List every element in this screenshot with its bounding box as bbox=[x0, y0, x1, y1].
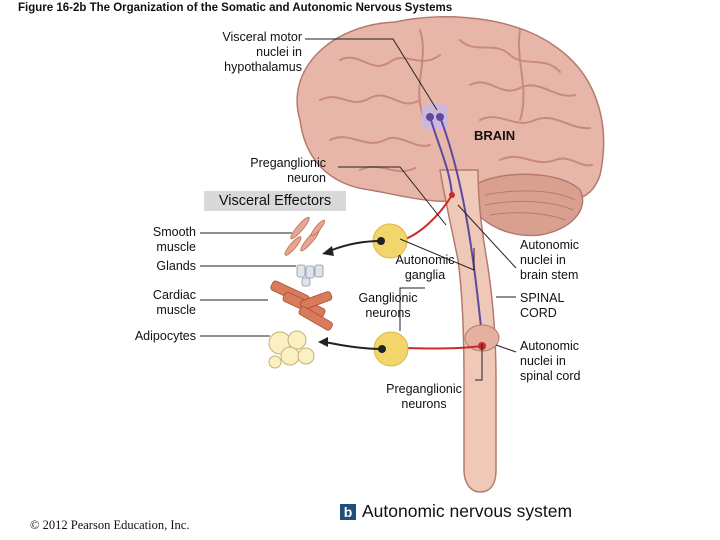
label-autonomic-nuclei-brain-stem: Autonomic nuclei in brain stem bbox=[520, 238, 580, 282]
panel-caption: b Autonomic nervous system bbox=[340, 501, 572, 521]
label-glands: Glands bbox=[156, 259, 196, 273]
panel-letter-badge: b bbox=[340, 503, 356, 520]
autonomic-ganglia bbox=[372, 223, 409, 367]
visceral-effectors-heading: Visceral Effectors bbox=[204, 191, 346, 211]
label-spinal-cord: SPINAL CORD bbox=[520, 291, 565, 320]
cardiac-muscle-illustration bbox=[270, 280, 333, 331]
label-autonomic-nuclei-spinal-cord: Autonomic nuclei in spinal cord bbox=[520, 339, 581, 383]
label-ganglionic-neurons: Ganglionic neurons bbox=[358, 291, 418, 320]
label-autonomic-ganglia: Autonomic ganglia bbox=[395, 253, 455, 282]
leader-lines bbox=[200, 38, 517, 381]
adipocytes-illustration bbox=[268, 330, 315, 369]
label-visceral-motor-nuclei: Visceral motor nuclei in hypothalamus bbox=[222, 30, 302, 74]
label-preganglionic-neurons: Preganglionic neurons bbox=[386, 382, 462, 411]
label-cardiac-muscle: Cardiac muscle bbox=[152, 288, 196, 317]
glands-illustration bbox=[296, 264, 324, 287]
cerebellum-illustration bbox=[474, 173, 584, 237]
panel-title: Autonomic nervous system bbox=[362, 501, 573, 521]
brain-illustration bbox=[296, 15, 605, 203]
label-adipocytes: Adipocytes bbox=[134, 329, 196, 343]
label-preganglionic-neuron: Preganglionic neuron bbox=[250, 156, 326, 185]
label-smooth-muscle: Smooth muscle bbox=[152, 225, 196, 254]
smooth-muscle-illustration bbox=[284, 216, 326, 256]
copyright-notice: © 2012 Pearson Education, Inc. bbox=[30, 518, 190, 532]
label-brain: BRAIN bbox=[474, 128, 516, 143]
figure-title: Figure 16-2b The Organization of the Som… bbox=[18, 2, 453, 14]
